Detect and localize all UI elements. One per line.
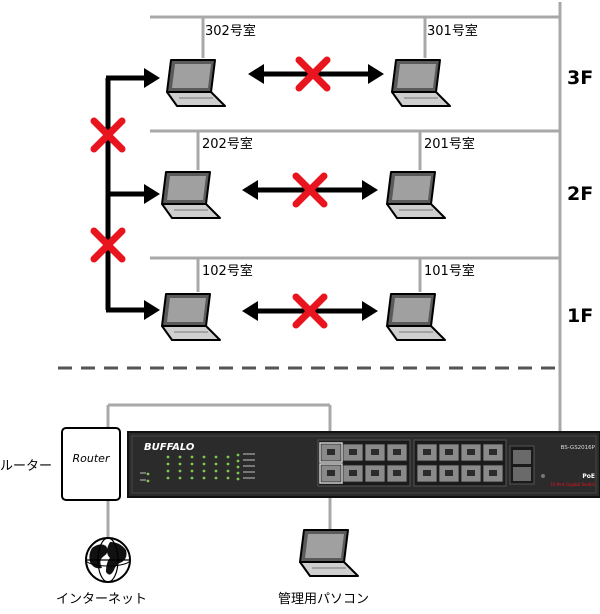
arrowheads: [144, 68, 160, 320]
sfp-ports: [509, 445, 535, 485]
room-label: 102号室: [202, 263, 253, 279]
floor-label: 3F: [567, 67, 593, 89]
globe-icon: [85, 537, 131, 583]
switch-desc: 16 Port Gigabit Switch: [551, 482, 596, 487]
admin-laptop-icon: [299, 529, 359, 577]
room-label: 201号室: [424, 136, 475, 152]
admin-pc-caption: 管理用パソコン: [278, 592, 369, 607]
port-group: [317, 439, 411, 487]
laptop-icon: [161, 171, 221, 219]
room-label: 302号室: [205, 23, 256, 39]
laptop-icon: [166, 59, 226, 107]
router-caption: ルーター: [0, 459, 52, 474]
router: Router: [61, 427, 121, 501]
poe-switch: BUFFALO: [127, 431, 600, 498]
left-arrows: [105, 75, 146, 313]
laptop-icon: [386, 171, 446, 219]
router-label: Router: [73, 452, 111, 465]
laptop-icon: [161, 293, 221, 341]
led-panel: [146, 453, 240, 483]
floor-label: 2F: [567, 183, 593, 205]
room-label: 202号室: [202, 136, 253, 152]
reset-button: [541, 474, 545, 478]
laptop-icon: [391, 59, 451, 107]
switch-model: BS-GS2016P: [561, 445, 596, 451]
switch-brand: BUFFALO: [144, 442, 195, 453]
port-group: [413, 439, 507, 487]
laptop-icon: [386, 293, 446, 341]
internet-caption: インターネット: [56, 592, 147, 607]
room-label: 301号室: [427, 23, 478, 39]
floor-label: 1F: [567, 305, 593, 327]
poe-label: PoE: [582, 473, 595, 480]
room-label: 101号室: [424, 263, 475, 279]
